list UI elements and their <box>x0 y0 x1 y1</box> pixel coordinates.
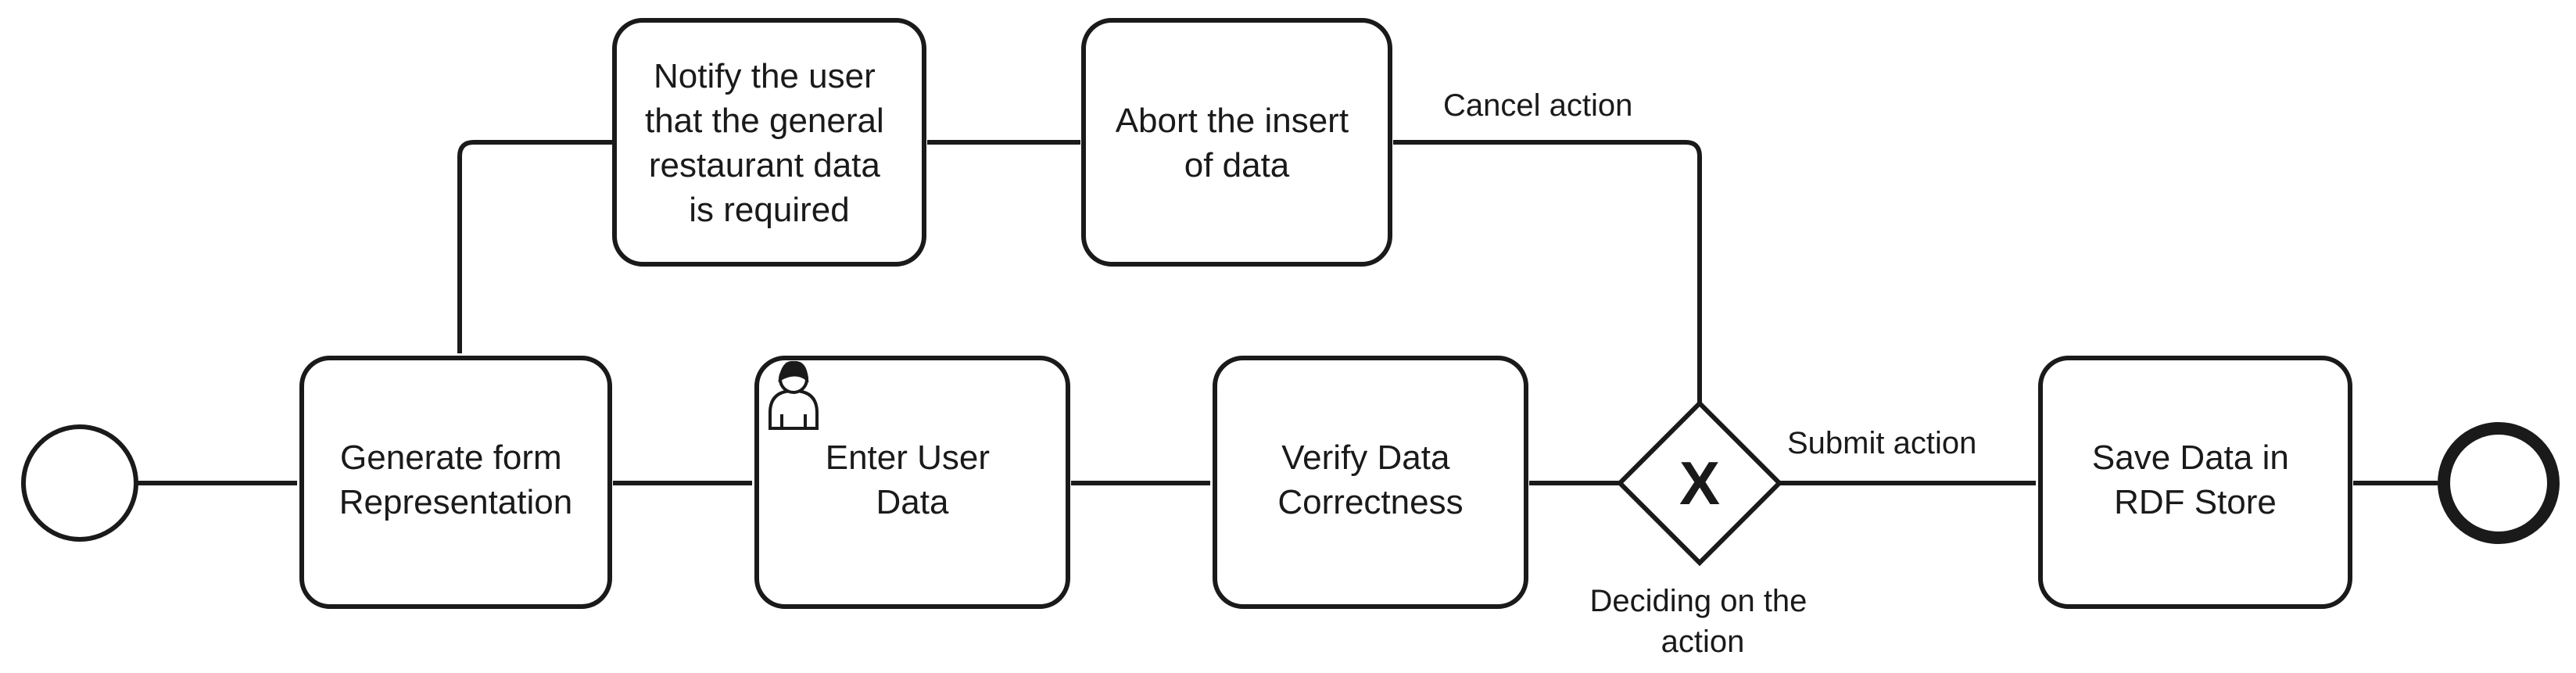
flow-notify-to-generate <box>457 140 614 354</box>
task-save-data[interactable]: Save Data in RDF Store <box>2038 356 2352 609</box>
task-save-label: Save Data in RDF Store <box>2092 439 2298 521</box>
user-icon <box>769 360 819 430</box>
task-enter-label: Enter User Data <box>826 439 1000 521</box>
start-event-icon <box>21 424 138 542</box>
task-generate-label: Generate form Representation <box>339 439 572 521</box>
cancel-action-label: Cancel action <box>1443 88 1632 123</box>
task-notify-user[interactable]: Notify the user that the general restaur… <box>612 18 926 267</box>
task-abort-label: Abort the insert of data <box>1116 102 1359 184</box>
end-event-icon <box>2438 422 2560 544</box>
submit-action-label: Submit action <box>1787 426 1976 460</box>
task-notify-label: Notify the user that the general restaur… <box>645 57 894 229</box>
exclusive-gateway-icon <box>1616 399 1783 567</box>
exclusive-gateway[interactable]: X <box>1616 399 1783 567</box>
task-generate-form[interactable]: Generate form Representation <box>299 356 612 609</box>
task-verify-data[interactable]: Verify Data Correctness <box>1213 356 1528 609</box>
task-abort-insert[interactable]: Abort the insert of data <box>1081 18 1392 267</box>
task-verify-label: Verify Data Correctness <box>1277 439 1463 521</box>
flow-gateway-to-abort <box>1392 140 1702 403</box>
gateway-label: Deciding on the action <box>1589 584 1815 659</box>
sequence-flows <box>138 140 2438 485</box>
task-enter-user-data[interactable]: Enter User Data <box>754 356 1070 609</box>
gateway-symbol: X <box>1679 449 1720 517</box>
